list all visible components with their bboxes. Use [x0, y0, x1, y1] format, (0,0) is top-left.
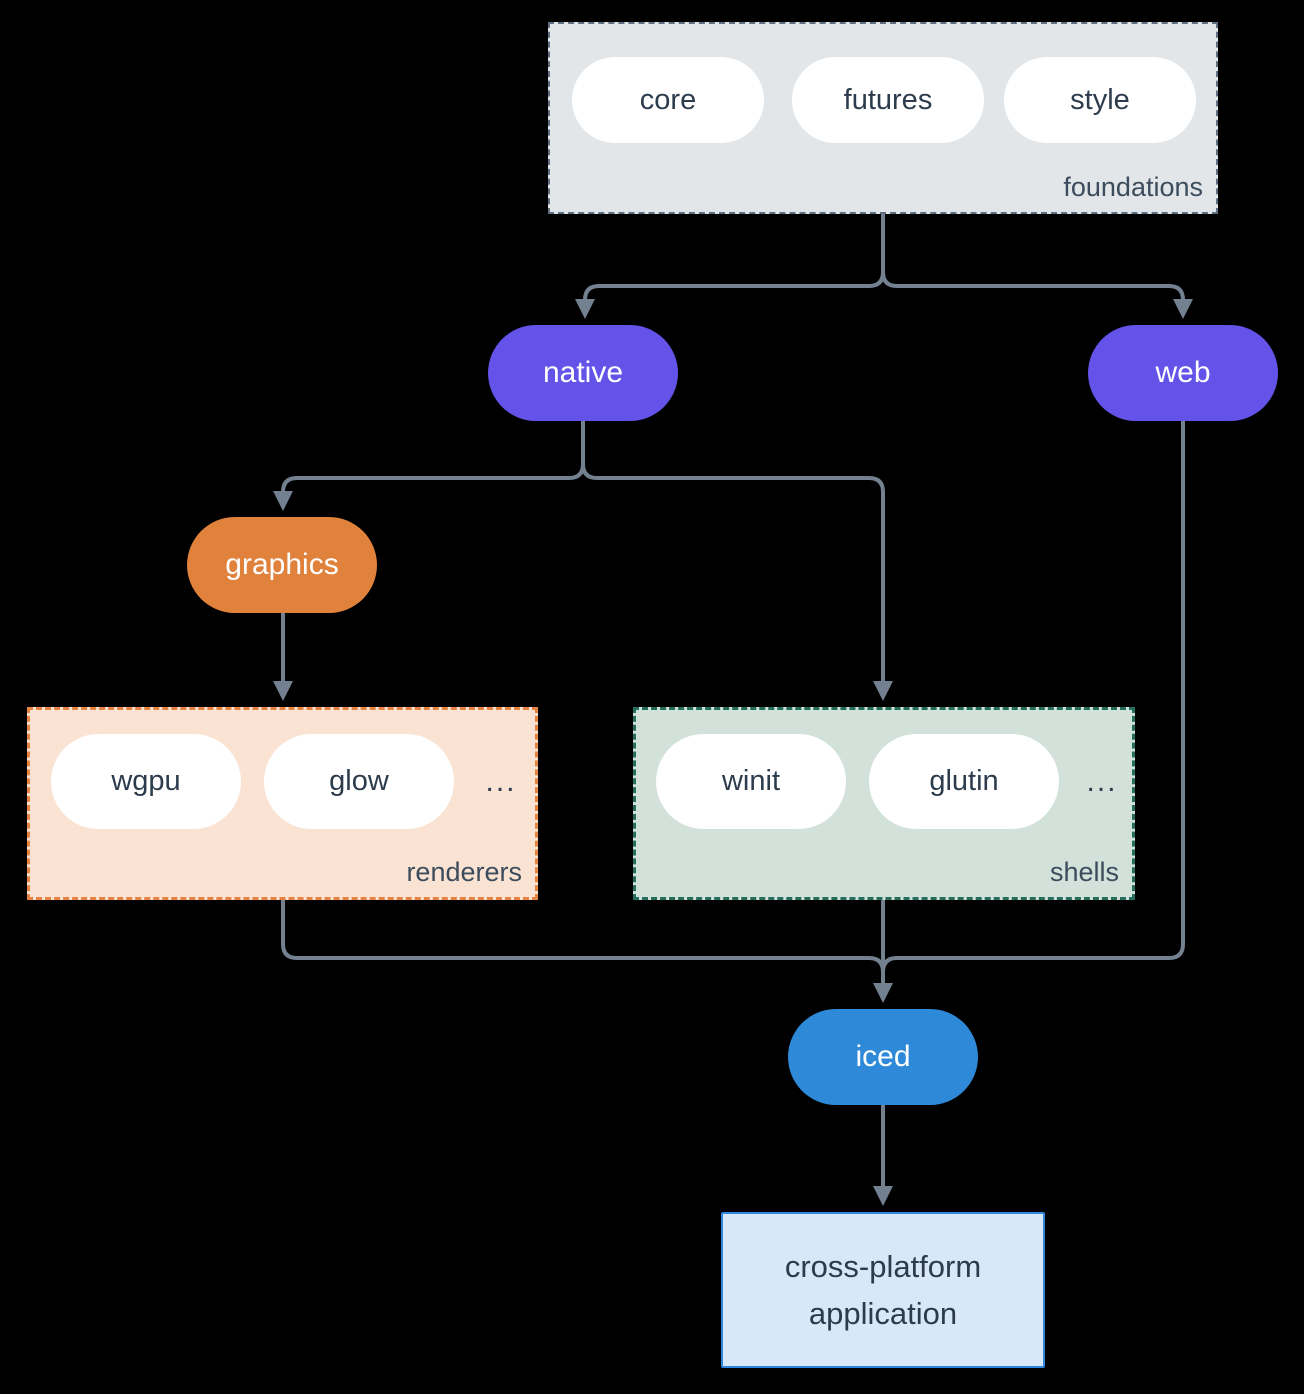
node-glutin: glutin — [869, 734, 1059, 829]
node-native: native — [488, 325, 678, 421]
group-renderers: wgpu glow ... renderers — [27, 707, 538, 900]
group-shells: winit glutin ... shells — [633, 707, 1135, 900]
node-cross-platform-application: cross-platform application — [721, 1212, 1045, 1368]
node-iced: iced — [788, 1009, 978, 1105]
app-label-line1: cross-platform — [784, 1249, 982, 1284]
node-graphics: graphics — [187, 517, 377, 613]
renderers-ellipsis: ... — [485, 764, 517, 798]
node-winit: winit — [656, 734, 846, 829]
node-style: style — [1004, 57, 1196, 143]
group-foundations: core futures style foundations — [548, 22, 1218, 214]
group-label-shells: shells — [1049, 857, 1119, 887]
node-futures: futures — [792, 57, 984, 143]
shells-ellipsis: ... — [1086, 764, 1118, 798]
node-web: web — [1088, 325, 1278, 421]
node-core: core — [572, 57, 764, 143]
node-wgpu: wgpu — [51, 734, 241, 829]
group-label-foundations: foundations — [1063, 172, 1203, 202]
group-label-renderers: renderers — [406, 857, 522, 887]
app-label-line2: application — [808, 1296, 958, 1331]
node-glow: glow — [264, 734, 454, 829]
